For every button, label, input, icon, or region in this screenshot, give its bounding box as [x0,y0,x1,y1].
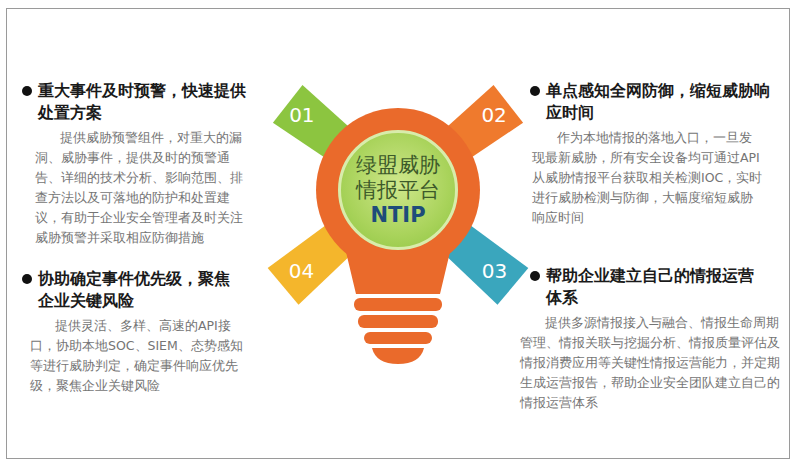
bullet-dot [22,274,32,284]
frame [7,9,790,459]
platform-code: NTIP [352,203,444,228]
platform-name: 绿盟威胁情报平台 [352,153,444,203]
bulb-glass [316,108,480,272]
callout-number: 04 [281,261,321,281]
callout-number: 03 [475,261,515,281]
bulb-neck [340,240,456,294]
bullet-dot [22,86,32,96]
callout-number: 01 [282,105,322,125]
feature-description: 提供威胁预警组件，对重大的漏洞、威胁事件，提供及时的预警通告、详细的技术分析、影… [35,128,247,248]
feature-heading: 重大事件及时预警，快速提供处置方案 [38,80,250,124]
bullet-dot [530,271,540,281]
feature-description: 提供灵活、多样、高速的API接口，协助本地SOC、SIEM、态势感知等进行威胁判… [30,316,246,396]
callout-number: 02 [474,105,514,125]
bulb-band [364,332,432,344]
bulb-band [358,315,438,328]
feature-description: 作为本地情报的落地入口，一旦发现最新威胁，所有安全设备均可通过API从威胁情报平… [532,128,764,228]
bullet-dot [530,86,540,96]
bulb-band [354,298,442,311]
feature-heading: 帮助企业建立自己的情报运营体系 [546,265,766,309]
feature-description: 提供多源情报接入与融合、情报生命周期管理、情报关联与挖掘分析、情报质量评估及情报… [520,313,782,413]
feature-heading: 协助确定事件优先级，聚焦企业关键风险 [38,268,244,312]
platform-circle: 绿盟威胁情报平台NTIP [338,130,458,250]
bulb-cap [372,348,424,364]
feature-heading: 单点感知全网防御，缩短威胁响应时间 [546,80,770,124]
